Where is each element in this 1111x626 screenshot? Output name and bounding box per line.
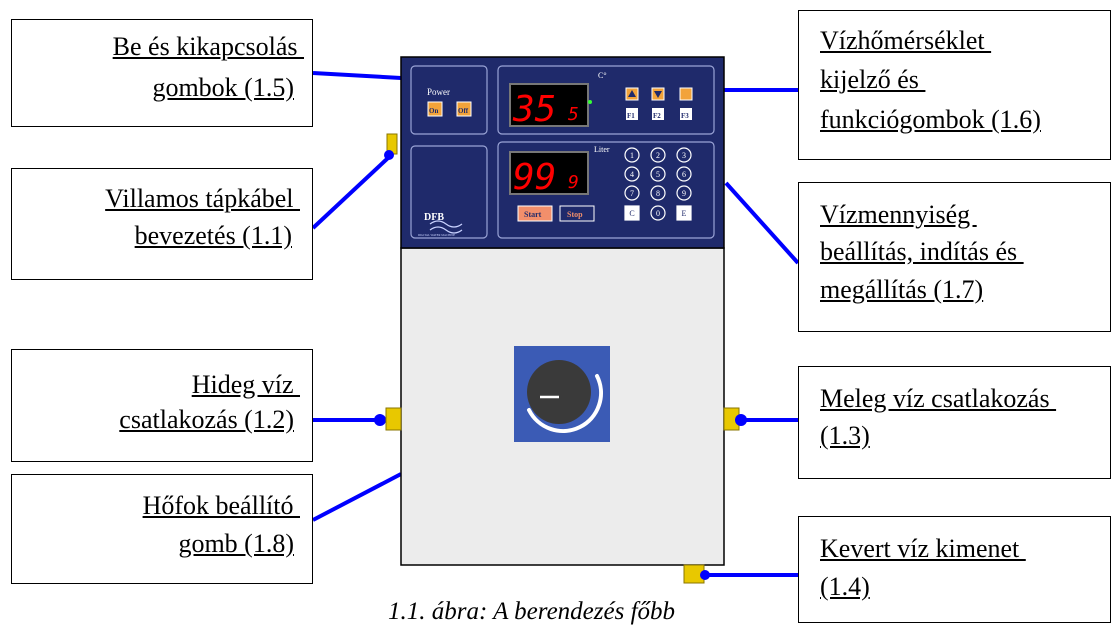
keypad: [624, 147, 692, 221]
callout-line: (1.4): [820, 572, 870, 601]
power-box: [410, 65, 488, 135]
callout-line: funkciógombok (1.6): [820, 105, 1041, 134]
callout-line: Be és kikapcsolás: [112, 32, 304, 61]
callout-line: Hőfok beállító: [142, 491, 300, 520]
on-label: On: [429, 107, 438, 115]
liter-display: [509, 151, 589, 195]
callout-temp-display: Vízhőmérséklet kijelző és funkciógombok …: [798, 10, 1111, 160]
callout-power-buttons: Be és kikapcsolás gombok (1.5): [11, 19, 313, 127]
key-7: 7: [630, 189, 634, 198]
stop-label: Stop: [567, 210, 583, 219]
off-button: [456, 101, 472, 117]
callout-line: kijelző és: [820, 65, 926, 94]
liter-unit: Liter: [594, 145, 610, 154]
connector-temp-knob: [312, 472, 402, 522]
connector-water-amount: [724, 181, 800, 265]
callout-warm-water: Meleg víz csatlakozás (1.3): [798, 366, 1111, 479]
callout-mixed-water: Kevert víz kimenet (1.4): [798, 516, 1111, 623]
callout-line: megállítás (1.7): [820, 275, 984, 304]
cable-end: [384, 150, 394, 160]
callout-line: Vízmennyiség: [820, 200, 977, 229]
callout-power-cable: Villamos tápkábel bevezetés (1.1): [11, 168, 313, 280]
callout-line: gombok (1.5): [152, 73, 294, 102]
connector-power-buttons: [312, 71, 402, 80]
key-5: 5: [656, 170, 660, 179]
callout-line: Vízhőmérséklet: [820, 26, 992, 55]
logo-wave: [429, 220, 463, 234]
temp-knob: [527, 360, 591, 424]
logo-subtext: DIGITAL WATER MACHINE: [418, 233, 455, 237]
key-c: C: [629, 209, 634, 218]
temp-decimal: 5: [568, 104, 579, 125]
cold-water-fitting: [385, 407, 402, 431]
enter-button: [679, 87, 693, 101]
callout-line: (1.3): [820, 421, 870, 450]
temp-value: 35: [512, 89, 556, 130]
callout-line: beállítás, indítás és: [820, 237, 1024, 266]
knob-scale-arc: [527, 374, 603, 433]
temp-section: [497, 65, 715, 135]
up-arrow-icon: [628, 90, 636, 97]
on-button: [427, 101, 443, 117]
temp-unit: C°: [598, 71, 607, 80]
key-8: 8: [656, 189, 660, 198]
temp-display: [509, 83, 589, 127]
start-label: Start: [524, 210, 542, 219]
liter-value: 99: [513, 157, 556, 198]
key-0: 0: [656, 209, 660, 218]
connector-power-cable: [311, 156, 390, 230]
warm-water-end: [735, 414, 747, 426]
key-2: 2: [656, 151, 660, 160]
power-label: Power: [427, 87, 450, 97]
key-3: 3: [682, 151, 686, 160]
callout-line: Hideg víz: [191, 370, 300, 399]
liter-section: [497, 141, 715, 239]
liter-decimal: 9: [568, 172, 579, 193]
callout-line: Meleg víz csatlakozás: [820, 384, 1057, 413]
key-4: 4: [630, 170, 634, 179]
callout-line: bevezetés (1.1): [134, 221, 292, 250]
off-label: Off: [458, 107, 469, 115]
cold-water-end: [374, 414, 386, 426]
f1-label: F1: [627, 112, 635, 120]
callout-line: gomb (1.8): [178, 529, 294, 558]
figure-caption: 1.1. ábra: A berendezés főbb: [388, 598, 676, 625]
callout-water-amount: Vízmennyiség beállítás, indítás és megál…: [798, 182, 1111, 332]
key-9: 9: [682, 189, 686, 198]
f3-button: [680, 108, 692, 120]
callout-line: Villamos tápkábel: [105, 184, 300, 213]
key-1: 1: [630, 151, 634, 160]
mixed-water-end: [700, 570, 710, 580]
start-button: [517, 205, 553, 222]
temp-indicator-dot: [588, 100, 592, 104]
stop-button: [559, 205, 595, 222]
callout-line: Kevert víz kimenet: [820, 534, 1026, 563]
callout-temp-knob: Hőfok beállító gomb (1.8): [11, 474, 313, 584]
key-6: 6: [682, 170, 686, 179]
keypad-labels: 1 2 3 4 5 6 7 8 9 C 0 E: [629, 151, 686, 218]
logo-text: DFB: [424, 212, 444, 223]
f2-button: [652, 108, 664, 120]
down-arrow-icon: [654, 91, 662, 98]
callout-line: csatlakozás (1.2): [119, 405, 294, 434]
logo-box: [410, 145, 488, 239]
f2-label: F2: [653, 112, 661, 120]
f1-button: [626, 108, 638, 120]
f3-label: F3: [681, 112, 689, 120]
callout-cold-water: Hideg víz csatlakozás (1.2): [11, 349, 313, 462]
key-e: E: [682, 209, 687, 218]
